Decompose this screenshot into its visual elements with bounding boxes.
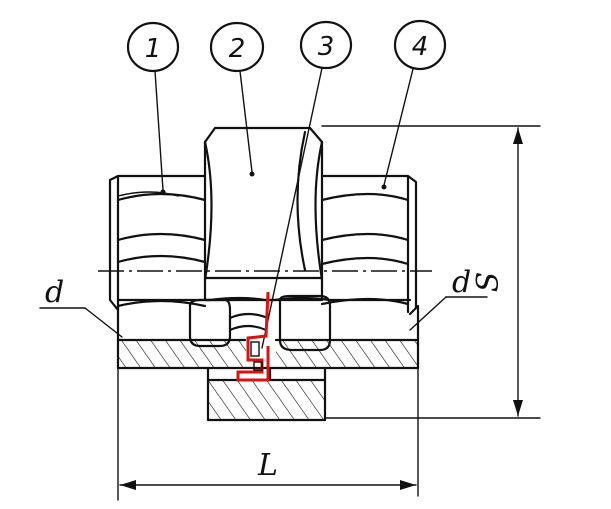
dimension-l-label: L <box>257 448 278 483</box>
left-body <box>108 174 207 312</box>
callout-2: 2 <box>209 21 265 73</box>
diameter-right: d <box>409 265 488 331</box>
callout-2-label: 2 <box>229 34 246 64</box>
dimension-s-label: S <box>471 272 506 293</box>
dimension-s: S <box>321 125 541 419</box>
seal-detail <box>250 341 263 371</box>
diameter-right-label: d <box>452 265 471 300</box>
leader-lines <box>154 67 414 349</box>
callout-4-label: 4 <box>412 32 429 62</box>
dimension-l: L <box>117 367 419 501</box>
callout-3-label: 3 <box>318 32 335 62</box>
nut <box>203 126 324 302</box>
callout-1: 1 <box>126 21 180 73</box>
right-body <box>320 174 418 316</box>
diameter-left-label: d <box>45 275 64 310</box>
callout-1-label: 1 <box>145 34 162 64</box>
callout-3: 3 <box>299 20 353 70</box>
callout-4: 4 <box>393 19 447 71</box>
diameter-left: d <box>39 275 123 338</box>
